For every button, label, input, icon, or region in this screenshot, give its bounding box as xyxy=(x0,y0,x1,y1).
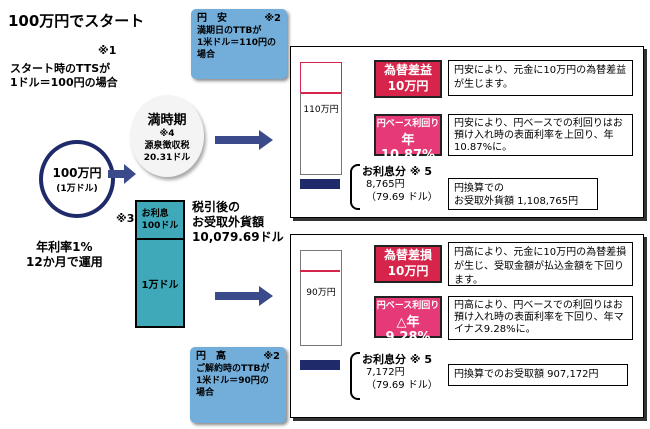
principal-usd: (1万ドル) xyxy=(56,184,98,194)
loss-line xyxy=(300,270,340,272)
page-title: 100万円でスタート xyxy=(8,12,145,30)
interest-label: お利息分 ※ 5 xyxy=(362,351,432,367)
yen-yield-desc: 円安により、円ベースでの利回りはお預け入れ時の表面利率を上回り、年10.87%に… xyxy=(448,114,633,156)
fx-loss-desc: 円高により、元金に10万円の為替差損が生じ、受取金額が払込金額を下回ります。 xyxy=(448,242,633,286)
yen-yield-box: 円ベース利回り △年9.28% xyxy=(374,296,442,345)
note-3: ※3 xyxy=(116,212,135,225)
interest-value: 8,765円 （79.69 ドル） xyxy=(366,179,438,203)
interest-label-text: お利息分 xyxy=(362,165,406,178)
yen-yield-label: 円ベース利回り xyxy=(376,119,440,129)
bar-label: 110万円 xyxy=(303,105,339,115)
interest-rate-text: 年利率1% 12か月で運用 xyxy=(26,240,103,269)
interest-value: 7,172円 （79.69 ドル） xyxy=(366,367,438,391)
arrow-right-icon xyxy=(215,130,273,150)
yen-yield-box: 円ベース利回り 年10.87% xyxy=(374,114,442,163)
yen-yield-desc: 円高により、円ベースでの利回りはお預け入れ時の表面利率を下回り、年マイナス9.2… xyxy=(448,296,633,340)
bar-label: 90万円 xyxy=(306,288,336,298)
note-5: ※ 5 xyxy=(409,353,433,366)
interest-label: お利息分 ※ 5 xyxy=(362,163,432,179)
after-tax-amount: 税引後の お受取外貨額 10,079.69ドル xyxy=(192,200,284,244)
yen-yield-value: △年9.28% xyxy=(385,315,431,345)
bracket xyxy=(350,164,360,210)
yen-yield-value: 年10.87% xyxy=(380,133,436,163)
start-tts-text: スタート時のTTSが 1ドル＝100円の場合 xyxy=(10,62,118,89)
note-5: ※ 5 xyxy=(409,165,433,178)
strong-yen-title: 円 高 xyxy=(196,351,226,362)
yen-yield-label: 円ベース利回り xyxy=(376,301,440,311)
strong-yen-body: ご解約時のTTBが 1米ドル＝90円の 場合 xyxy=(196,364,270,398)
principal-bar: 90万円 xyxy=(300,250,342,346)
tax-label: 源泉徴収税 xyxy=(144,140,190,151)
bracket xyxy=(350,352,360,400)
weak-yen-scenario: 円 安 ※2 満期日のTTBが 1米ドル＝110円の 場合 xyxy=(191,9,287,79)
gain-bar-segment xyxy=(300,62,342,94)
weak-yen-body: 満期日のTTBが 1米ドル＝110円の 場合 xyxy=(197,26,277,60)
total-desc: 円換算での お受取外貨額 1,108,765円 xyxy=(448,178,598,210)
interest-label-text: お利息分 xyxy=(362,353,406,366)
note-4: ※4 xyxy=(159,128,175,139)
arrow-right-icon xyxy=(108,164,136,184)
note-2: ※2 xyxy=(263,351,280,362)
interest-bar xyxy=(300,179,340,189)
principal-bar: 110万円 xyxy=(300,92,342,175)
maturity-heading: 満時期 xyxy=(147,112,187,128)
principal-oval: 100万円 (1万ドル) xyxy=(39,140,115,218)
principal-yen: 100万円 xyxy=(52,166,102,180)
principal-block: 1万ドル xyxy=(135,238,185,328)
fx-loss-box: 為替差損 10万円 xyxy=(374,245,442,283)
strong-yen-scenario: 円 高 ※2 ご解約時のTTBが 1米ドル＝90円の 場合 xyxy=(190,347,286,423)
total-desc: 円換算でのお受取額 907,172円 xyxy=(448,364,628,386)
arrow-right-icon xyxy=(215,286,273,306)
fx-gain-box: 為替差益 10万円 xyxy=(374,60,442,98)
note-1: ※1 xyxy=(98,44,117,57)
maturity-bubble: 満時期 ※4 源泉徴収税 20.31ドル xyxy=(130,95,204,177)
fx-gain-desc: 円安により、元金に10万円の為替差益が生じます。 xyxy=(448,60,633,96)
note-2: ※2 xyxy=(264,13,281,24)
interest-bar xyxy=(300,360,340,370)
tax-value: 20.31ドル xyxy=(143,152,191,163)
interest-block: お利息 100ドル xyxy=(135,200,185,240)
weak-yen-title: 円 安 xyxy=(197,13,227,24)
